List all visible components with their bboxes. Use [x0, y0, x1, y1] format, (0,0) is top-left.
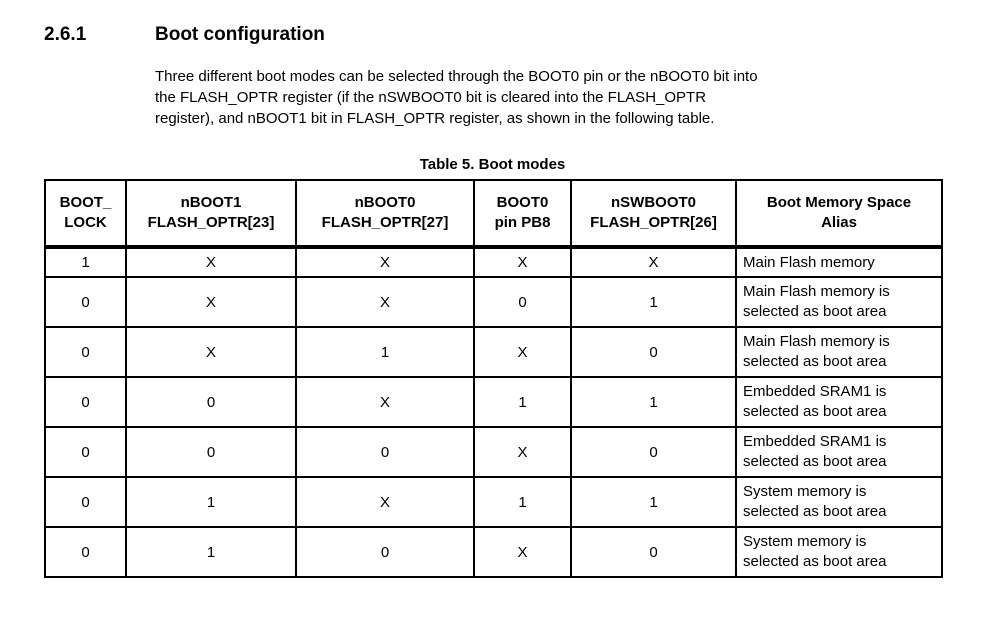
table-cell: 0 — [473, 276, 572, 328]
alias-cell: Main Flash memory is selected as boot ar… — [735, 326, 943, 378]
document-page: { "page": { "background_color": "#ffffff… — [0, 24, 999, 630]
table-cell: X — [473, 526, 572, 578]
table-caption: Table 5. Boot modes — [419, 156, 566, 173]
header-line: FLASH_OPTR[23] — [147, 214, 275, 231]
table-cell: X — [295, 376, 475, 428]
col-header-nboot0: nBOOT0 FLASH_OPTR[27] — [295, 179, 475, 249]
table-row: 0 X 1 X 0 Main Flash memory is selected … — [44, 326, 943, 378]
col-header-boot-memory-alias: Boot Memory Space Alias — [735, 179, 943, 249]
col-header-boot-lock: BOOT_ LOCK — [44, 179, 127, 249]
header-line: FLASH_OPTR[26] — [590, 214, 717, 231]
table-cell: 1 — [125, 526, 297, 578]
table-cell: X — [125, 276, 297, 328]
table-row: 1 X X X X Main Flash memory — [44, 246, 943, 278]
table-cell: X — [295, 246, 475, 278]
alias-cell: Embedded SRAM1 is selected as boot area — [735, 376, 943, 428]
header-line: LOCK — [64, 214, 107, 231]
alias-cell: System memory is selected as boot area — [735, 526, 943, 578]
table-cell: 0 — [570, 326, 737, 378]
alias-cell: Embedded SRAM1 is selected as boot area — [735, 426, 943, 478]
paragraph-line: register), and nBOOT1 bit in FLASH_OPTR … — [155, 110, 715, 127]
table-cell: X — [295, 476, 475, 528]
header-line: nSWBOOT0 — [611, 194, 696, 211]
table-cell: 0 — [44, 276, 127, 328]
table-cell: 0 — [125, 426, 297, 478]
section-title: Boot configuration — [155, 24, 325, 45]
col-header-nboot1: nBOOT1 FLASH_OPTR[23] — [125, 179, 297, 249]
header-line: Alias — [821, 214, 857, 231]
section-number: 2.6.1 — [44, 24, 87, 45]
col-header-boot0-pin: BOOT0 pin PB8 — [473, 179, 572, 249]
table-cell: 0 — [570, 526, 737, 578]
table-cell: X — [125, 326, 297, 378]
table-cell: X — [570, 246, 737, 278]
table-cell: 1 — [295, 326, 475, 378]
table-cell: 1 — [570, 476, 737, 528]
alias-cell: System memory is selected as boot area — [735, 476, 943, 528]
intro-paragraph: Three different boot modes can be select… — [155, 66, 999, 129]
table-row: 0 1 X 1 1 System memory is selected as b… — [44, 476, 943, 528]
table-cell: 0 — [44, 326, 127, 378]
header-row: BOOT_ LOCK nBOOT1 FLASH_OPTR[23] nBOOT0 … — [44, 179, 943, 249]
table-cell: X — [295, 276, 475, 328]
header-line: nBOOT0 — [354, 194, 416, 211]
table-cell: 0 — [125, 376, 297, 428]
header-line: nBOOT1 — [180, 194, 242, 211]
table-row: 0 X X 0 1 Main Flash memory is selected … — [44, 276, 943, 328]
table-cell: 0 — [570, 426, 737, 478]
alias-cell: Main Flash memory — [735, 246, 943, 278]
table-cell: 0 — [44, 476, 127, 528]
alias-cell: Main Flash memory is selected as boot ar… — [735, 276, 943, 328]
table-cell: 1 — [473, 476, 572, 528]
table-cell: X — [473, 246, 572, 278]
table-cell: 1 — [44, 246, 127, 278]
table-cell: 0 — [295, 426, 475, 478]
header-line: pin PB8 — [494, 214, 551, 231]
table-cell: 1 — [473, 376, 572, 428]
header-line: BOOT_ — [59, 194, 112, 211]
table-row: 0 0 X 1 1 Embedded SRAM1 is selected as … — [44, 376, 943, 428]
boot-modes-table: BOOT_ LOCK nBOOT1 FLASH_OPTR[23] nBOOT0 … — [44, 179, 943, 578]
section-heading: 2.6.1 Boot configuration — [44, 24, 999, 46]
table-cell: 1 — [570, 376, 737, 428]
table-cell: 1 — [570, 276, 737, 328]
col-header-nswboot0: nSWBOOT0 FLASH_OPTR[26] — [570, 179, 737, 249]
table-row: 0 0 0 X 0 Embedded SRAM1 is selected as … — [44, 426, 943, 478]
table-cell: 0 — [44, 376, 127, 428]
paragraph-line: the FLASH_OPTR register (if the nSWBOOT0… — [155, 89, 707, 106]
table-cell: X — [125, 246, 297, 278]
header-line: BOOT0 — [496, 194, 549, 211]
paragraph-line: Three different boot modes can be select… — [155, 68, 758, 85]
table-cell: 0 — [44, 426, 127, 478]
table-cell: X — [473, 326, 572, 378]
table-cell: 0 — [295, 526, 475, 578]
table-cell: X — [473, 426, 572, 478]
table-row: 0 1 0 X 0 System memory is selected as b… — [44, 526, 943, 578]
header-line: Boot Memory Space — [766, 194, 912, 211]
table-cell: 0 — [44, 526, 127, 578]
header-line: FLASH_OPTR[27] — [321, 214, 449, 231]
table-cell: 1 — [125, 476, 297, 528]
